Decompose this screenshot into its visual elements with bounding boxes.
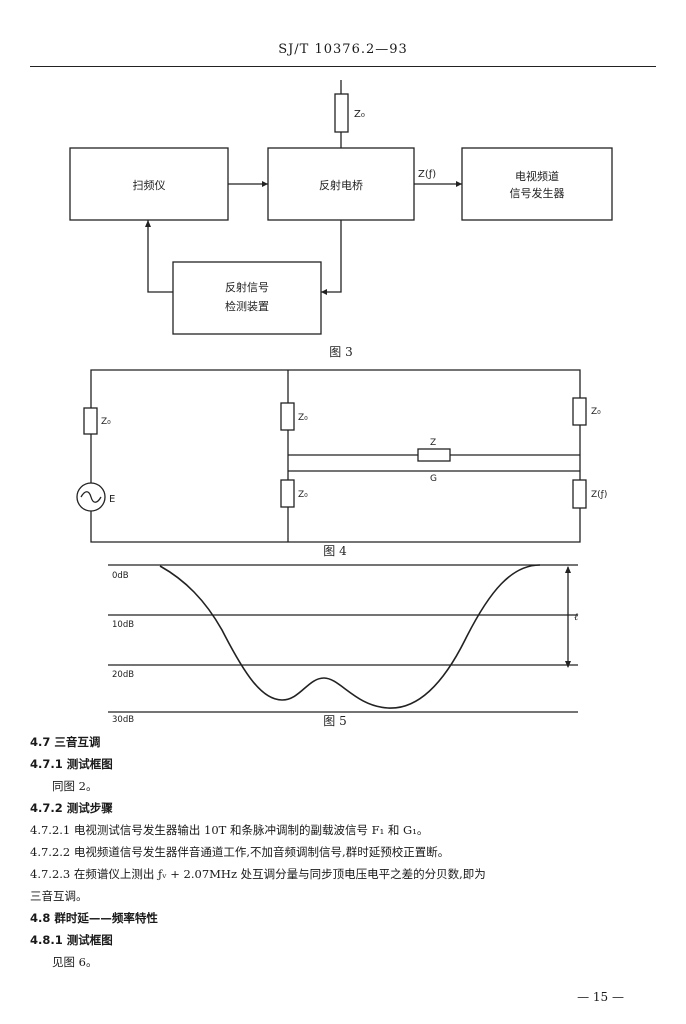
z-line-resistor	[417, 448, 451, 462]
z0-left-resistor	[83, 407, 98, 435]
level-label-10db: 10dB	[112, 620, 134, 630]
body-line: 4.7.2.2 电视频道信号发生器伴音通道工作,不加音频调制信号,群时延预校正置…	[30, 845, 450, 859]
section-4-7-1-heading: 4.7.1 测试框图	[30, 757, 113, 771]
z0-label: Z₀	[354, 109, 365, 120]
detector-label-line2: 检测装置	[225, 299, 269, 313]
z-right-bottom-label: Z(ƒ)	[591, 490, 607, 500]
z-mid-bottom-label: Z₀	[298, 490, 308, 500]
z-f-label: Z(ƒ)	[418, 169, 436, 180]
detector-block	[172, 261, 322, 335]
span-label: ℓ	[574, 612, 578, 623]
section-4-8-heading: 4.8 群时延——频率特性	[30, 911, 158, 925]
body-line: 三音互调。	[30, 889, 88, 903]
body-line: 见图 6。	[52, 955, 98, 969]
body-line: 4.7.2.1 电视测试信号发生器输出 10T 和条脉冲调制的副载波信号 F₁ …	[30, 823, 429, 837]
header-rule	[30, 66, 656, 67]
z-f-resistor	[572, 479, 587, 509]
e-label: E	[109, 494, 115, 505]
z-line-label: Z	[430, 438, 436, 448]
level-label-20db: 20dB	[112, 670, 134, 680]
figure-3-caption: 图 3	[329, 345, 352, 359]
z0-middle-top-resistor	[280, 402, 295, 431]
detector-label-line1: 反射信号	[225, 280, 269, 294]
z-right-top-label: Z₀	[591, 407, 601, 417]
level-label-0db: 0dB	[112, 571, 129, 581]
z0-impedance	[334, 93, 349, 133]
generator-label-line2: 信号发生器	[510, 186, 565, 200]
bridge-label: 反射电桥	[319, 178, 363, 192]
level-label-30db: 30dB	[112, 715, 134, 725]
page-number: — 15 —	[577, 990, 624, 1004]
g-label: G	[430, 474, 437, 484]
figure-4-caption: 图 4	[323, 544, 347, 558]
figure-5: ℓ 0dB 10dB 20dB 30dB 图 5	[108, 564, 578, 728]
body-line: 同图 2。	[52, 779, 98, 793]
sweeper-label: 扫频仪	[133, 178, 166, 192]
z-left-label: Z₀	[101, 417, 111, 427]
section-4-7-heading: 4.7 三音互调	[30, 735, 101, 749]
z0-right-resistor	[572, 397, 587, 426]
section-4-7-2-heading: 4.7.2 测试步骤	[30, 801, 113, 815]
response-curve	[159, 564, 541, 709]
z-mid-top-label: Z₀	[298, 413, 308, 423]
figure-5-caption: 图 5	[323, 714, 346, 728]
z0-middle-bottom-resistor	[280, 479, 295, 508]
body-line: 4.7.2.3 在频谱仪上测出 ƒᵥ + 2.07MHz 处互调分量与同步顶电压…	[30, 867, 486, 881]
figure-3: Z₀ Z(ƒ) 扫频仪 反射电桥 电视频道 信号发生器 反射信号 检测装置 图 …	[69, 80, 613, 359]
page-header: SJ/T 10376.2—93	[278, 42, 408, 57]
detector-sweeper-link	[147, 220, 173, 293]
generator-label-line1: 电视频道	[515, 169, 559, 183]
bridge-detector-link	[321, 220, 342, 293]
figure-4: Z₀ E Z₀ Z₀ Z G Z₀ Z(ƒ) 图 4	[76, 369, 607, 558]
section-4-8-1-heading: 4.8.1 测试框图	[30, 933, 113, 947]
generator-block	[461, 147, 613, 221]
